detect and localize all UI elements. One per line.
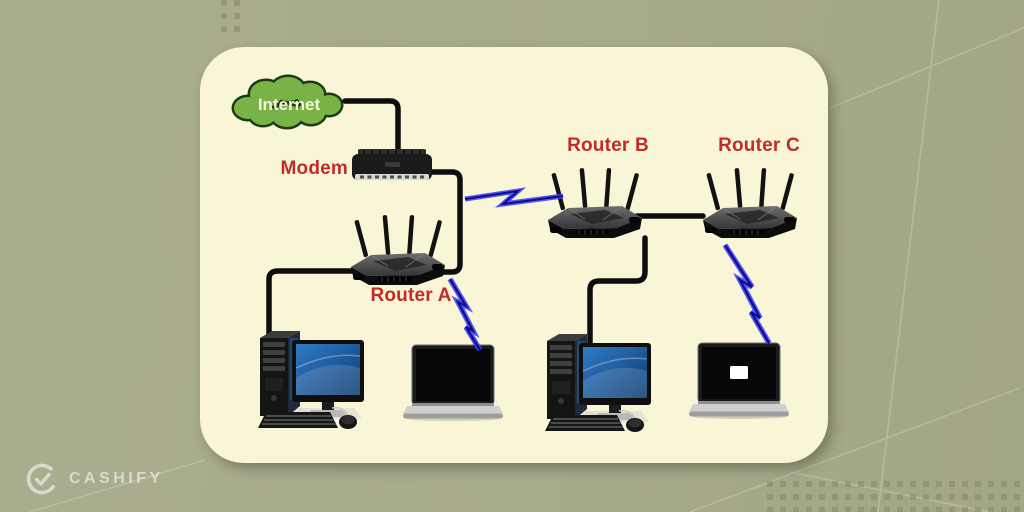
cashify-logo-icon — [26, 463, 58, 495]
connection-wires — [266, 98, 706, 348]
wifi-bolt-router-c-laptop-2 — [722, 243, 772, 345]
router-antennas — [354, 215, 442, 258]
router-c-label: Router C — [718, 135, 800, 156]
pc-keyboard — [545, 415, 625, 431]
cloud-body — [234, 77, 341, 127]
pc-mouse — [618, 409, 644, 432]
router-b-label: Router B — [567, 135, 649, 156]
wifi-bolt-modem-router-b — [464, 187, 564, 208]
brand-name: CASHIFY — [69, 470, 164, 487]
wifi-bolt-router-a-laptop-1 — [447, 277, 483, 352]
cashify-watermark: CASHIFY — [24, 461, 164, 497]
dot-pattern-bottom — [764, 476, 1024, 512]
router-a-device — [348, 214, 448, 288]
pc-monitor — [579, 343, 651, 420]
router-c-device — [700, 167, 800, 241]
laptop-screen-logo — [730, 366, 748, 379]
desktop-pc-2 — [537, 325, 655, 435]
modem-label: Modem — [280, 158, 348, 179]
laptop-1 — [403, 344, 503, 421]
wire-internet-modem — [342, 98, 401, 156]
desktop-pc-1 — [250, 322, 368, 432]
modem-device — [350, 146, 434, 188]
pc-keyboard — [258, 412, 338, 428]
diagram-card: Internet — [200, 47, 828, 463]
wireless-bolts — [447, 187, 772, 352]
router-a-label: Router A — [370, 285, 452, 306]
wire-modem-router-a — [427, 169, 463, 275]
internet-cloud: Internet — [228, 68, 352, 132]
internet-label: Internet — [258, 95, 321, 114]
laptop-2 — [689, 342, 789, 419]
pc-mouse — [331, 406, 357, 429]
pc-monitor — [292, 340, 364, 417]
dot-pattern-top — [216, 0, 243, 34]
wire-router-b-desktop2 — [587, 235, 648, 348]
wire-router-a-desktop1 — [266, 268, 355, 346]
router-b-device — [545, 167, 645, 241]
